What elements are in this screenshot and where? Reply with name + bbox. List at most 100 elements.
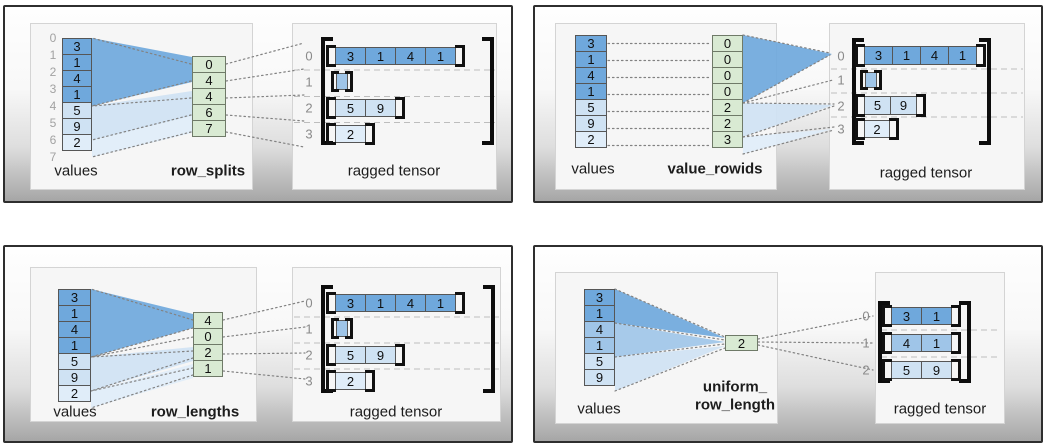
param-label: row_splits: [170, 162, 246, 180]
row-bracket-right: [889, 118, 899, 140]
tensor-cell: 9: [921, 361, 952, 379]
row-bracket-left: [326, 45, 336, 67]
values-cell: 1: [575, 83, 607, 100]
row-bracket-right: [976, 44, 986, 67]
row-bracket-left: [855, 44, 865, 67]
param-cell: 6: [192, 104, 226, 121]
values-index-label: 1: [49, 48, 57, 62]
values-cell: 1: [62, 54, 92, 71]
values-cell: 1: [58, 305, 91, 322]
values-index-label: 5: [49, 116, 57, 130]
values-index-label: 4: [49, 99, 57, 113]
tensor-row-index: 1: [305, 74, 313, 89]
tensor-cell: 1: [921, 334, 952, 352]
tensor-outer-bracket-right: [959, 301, 971, 383]
tensor-row-index: 1: [862, 335, 870, 351]
row-bracket-left: [855, 94, 865, 117]
tensor-row-index: 0: [305, 295, 313, 311]
tensor-cell: 1: [365, 47, 396, 65]
tensor-outer-bracket-right: [482, 37, 494, 145]
tensor-cell: 9: [365, 99, 396, 117]
row-bracket-right: [395, 344, 405, 366]
tensor-outer-bracket-left: [878, 301, 890, 383]
tensor-cell: 1: [425, 47, 456, 65]
tensor-cell: 2: [864, 120, 890, 138]
tensor-cell: 4: [395, 294, 426, 312]
tensor-empty-cell: [865, 72, 877, 88]
values-index-label: 2: [49, 65, 57, 79]
tensor-row-index: 1: [837, 72, 845, 88]
row-bracket-right: [951, 359, 961, 381]
row-bracket-right: [951, 332, 961, 354]
row-bracket-right: [395, 97, 405, 119]
tensor-empty-cell: [336, 73, 348, 90]
param-cell: 0: [712, 83, 743, 100]
values-cell: 1: [62, 86, 92, 103]
tensor-cell: 3: [891, 307, 922, 325]
tensor-outer-bracket-left: [852, 38, 864, 145]
row-bracket-right: [365, 123, 375, 145]
row-bracket-right: [455, 292, 465, 314]
param-cell: 4: [192, 88, 226, 105]
tensor-row-index: 3: [305, 126, 313, 142]
param-cell: 0: [712, 35, 743, 52]
values-cell: 1: [584, 337, 615, 354]
values-cell: 9: [58, 369, 91, 386]
values-cell: 4: [62, 70, 92, 87]
row-bracket-right: [874, 70, 882, 90]
values-cell: 3: [58, 289, 91, 306]
values-cell: 2: [62, 134, 92, 151]
row-bracket-right: [365, 370, 375, 392]
tensor-outer-bracket-right: [979, 38, 991, 145]
param-cell: 0: [712, 51, 743, 68]
tensor-row-index: 0: [305, 48, 313, 64]
values-cell: 4: [584, 321, 615, 338]
tensor-row-index: 0: [862, 308, 870, 324]
tensor-row-index: 2: [305, 100, 313, 116]
param-label: uniform_: [702, 378, 768, 396]
row-bracket-left: [882, 332, 892, 354]
tensor-row-index: 2: [305, 347, 313, 363]
param-label-line2: row_length: [694, 396, 776, 414]
row-bracket-right: [455, 45, 465, 67]
param-cell: 3: [712, 131, 743, 148]
ragged-tensor-label: ragged tensor: [879, 164, 973, 182]
tensor-cell: 9: [890, 96, 917, 115]
values-cell: 5: [62, 102, 92, 119]
tensor-empty-cell: [336, 320, 348, 337]
row-bracket-left: [326, 292, 336, 314]
param-cell: 0: [192, 56, 226, 73]
tensor-cell: 5: [335, 99, 366, 117]
row-bracket-right: [951, 305, 961, 327]
values-cell: 9: [575, 115, 607, 132]
tensor-row-index: 0: [837, 48, 845, 63]
values-cell: 3: [62, 38, 92, 55]
values-label: values: [53, 403, 97, 421]
values-cell: 2: [58, 385, 91, 402]
row-bracket-left: [326, 123, 336, 145]
param-cell: 2: [725, 335, 758, 351]
values-cell: 1: [58, 337, 91, 354]
param-label: value_rowids: [667, 160, 763, 178]
tensor-cell: 1: [425, 294, 456, 312]
row-bracket-left: [326, 97, 336, 119]
tensor-row-index: 2: [837, 98, 845, 113]
tensor-cell: 1: [892, 46, 921, 65]
values-index-label: 6: [49, 133, 57, 147]
param-label: row_lengths: [150, 403, 240, 421]
values-cell: 5: [575, 99, 607, 116]
values-index-label: 7: [49, 150, 57, 164]
ragged-tensor-label: ragged tensor: [347, 162, 441, 180]
tensor-cell: 4: [395, 47, 426, 65]
tensor-row-index: 3: [305, 373, 313, 389]
param-cell: 2: [193, 344, 223, 361]
ragged-tensor-label: ragged tensor: [893, 400, 987, 418]
param-cell: 1: [193, 360, 223, 377]
values-label: values: [577, 400, 621, 418]
values-cell: 1: [584, 305, 615, 322]
values-index-label: 0: [49, 31, 57, 45]
tensor-cell: 2: [335, 125, 366, 143]
row-bracket-left: [860, 70, 868, 90]
